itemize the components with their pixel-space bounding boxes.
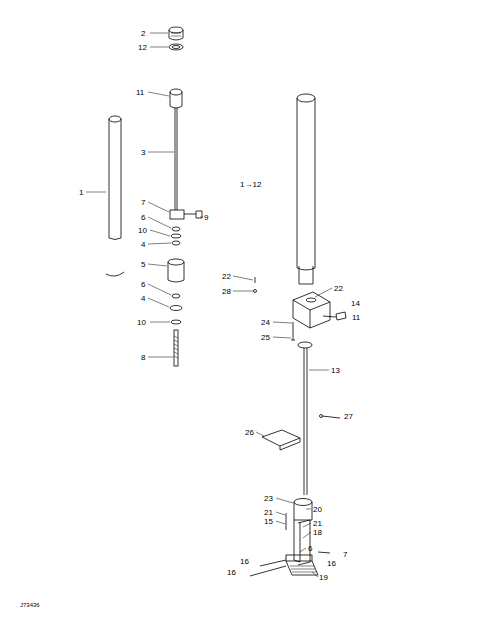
callout-number: 27 xyxy=(344,412,353,421)
callout-number: 21 xyxy=(313,519,322,528)
callout-number: 15 xyxy=(264,517,273,526)
callout-number: 20 xyxy=(313,505,322,514)
callout-number: 8 xyxy=(141,353,145,362)
callout-number: 19 xyxy=(319,573,328,582)
callout-number: 23 xyxy=(264,494,273,503)
callout-number: 26 xyxy=(245,428,254,437)
callout-number: 6 xyxy=(308,544,312,553)
callout-number: 16 xyxy=(240,557,249,566)
callout-number: 10 xyxy=(138,226,147,235)
callout-number: 11 xyxy=(136,88,144,97)
callout-number: 13 xyxy=(331,366,340,375)
callout-number: 11 xyxy=(352,313,360,322)
callout-number: 21 xyxy=(264,508,273,517)
callout-number: 6 xyxy=(141,280,145,289)
callout-number: 4 xyxy=(141,240,145,249)
callout-number: 3 xyxy=(141,148,145,157)
callout-number: 4 xyxy=(141,294,145,303)
callout-number: 25 xyxy=(261,333,270,342)
callout-number: 9 xyxy=(204,213,208,222)
callout-number: 24 xyxy=(261,318,270,327)
callout-number: J73436 xyxy=(20,601,40,610)
callout-number: 16 xyxy=(227,568,236,577)
callout-number: 16 xyxy=(327,559,336,568)
callout-number: 1 xyxy=(79,188,83,197)
callout-number: 14 xyxy=(351,299,360,308)
callout-number: 1→12 xyxy=(240,180,261,189)
callout-number: 18 xyxy=(313,528,322,537)
callout-number: 7 xyxy=(343,550,347,559)
callout-number: 5 xyxy=(141,260,145,269)
callout-number: 10 xyxy=(137,318,146,327)
callout-number: 28 xyxy=(222,287,231,296)
callout-number: 2 xyxy=(141,29,145,38)
callout-number: 12 xyxy=(138,43,147,52)
callout-number: 6 xyxy=(141,213,145,222)
callout-number: 22 xyxy=(334,284,343,293)
callout-number: 22 xyxy=(222,272,231,281)
callout-number: 7 xyxy=(141,198,145,207)
